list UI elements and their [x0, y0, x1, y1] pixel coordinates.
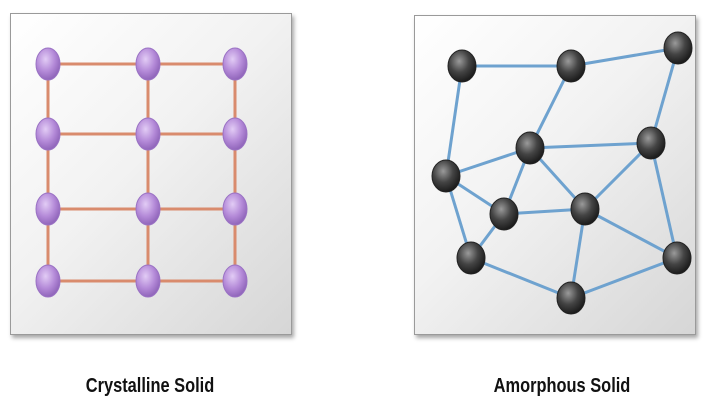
amorphous-solid-panel	[414, 15, 696, 335]
amorphous-solid-caption: Amorphous Solid	[493, 375, 631, 397]
crystal-atom	[35, 264, 61, 298]
amorph-bond	[584, 207, 678, 260]
amorph-atom	[636, 126, 666, 160]
amorphous-network-diagram	[431, 31, 693, 315]
crystal-atom	[222, 47, 248, 81]
amorph-atom	[447, 49, 477, 83]
amorph-bond	[570, 256, 678, 300]
amorph-atom	[489, 197, 519, 231]
amorph-bond	[529, 141, 652, 150]
amorph-bond	[649, 47, 680, 144]
amorph-bond	[570, 46, 679, 68]
crystal-atom	[222, 192, 248, 226]
amorph-bond	[583, 141, 653, 211]
amorph-bond	[470, 256, 572, 300]
crystal-atom	[222, 117, 248, 151]
amorph-bond	[445, 146, 531, 178]
amorph-atom	[431, 159, 461, 193]
crystal-atom	[222, 264, 248, 298]
amorph-bond	[444, 65, 464, 177]
amorph-atom	[515, 131, 545, 165]
crystalline-solid-panel	[10, 13, 292, 335]
amorph-atom	[556, 49, 586, 83]
crystal-atom	[135, 192, 161, 226]
crystal-atom	[135, 264, 161, 298]
crystal-atom	[35, 192, 61, 226]
crystalline-lattice-diagram	[35, 47, 248, 298]
crystal-atom	[35, 47, 61, 81]
amorph-atom	[570, 192, 600, 226]
crystal-atom	[135, 47, 161, 81]
crystal-atom	[135, 117, 161, 151]
amorph-atom	[662, 241, 692, 275]
crystal-atom	[35, 117, 61, 151]
amorph-bond	[649, 142, 679, 259]
amorph-atom	[556, 281, 586, 315]
amorph-atom	[456, 241, 486, 275]
crystalline-solid-caption: Crystalline Solid	[85, 375, 215, 397]
amorph-atom	[663, 31, 693, 65]
